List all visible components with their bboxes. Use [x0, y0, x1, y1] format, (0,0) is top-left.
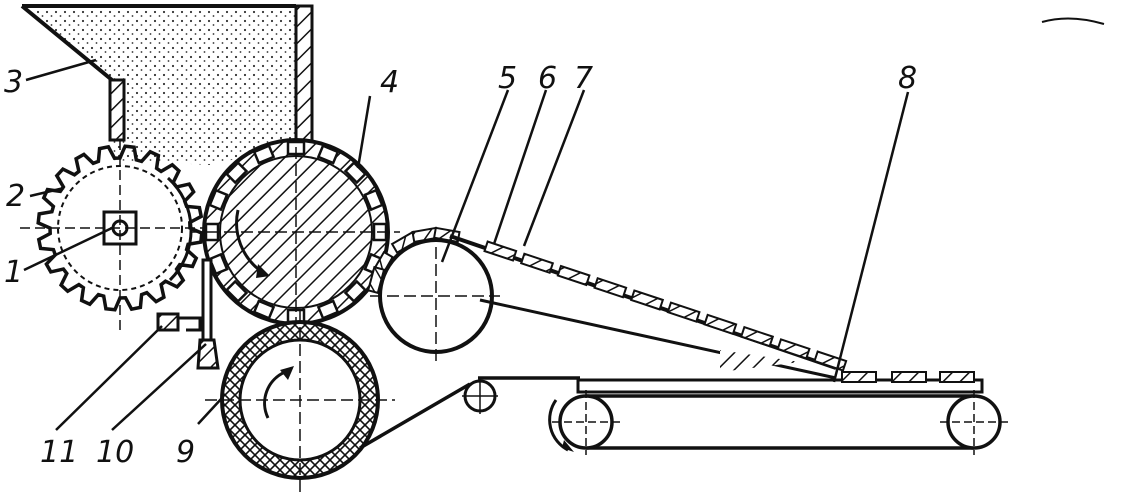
brick [891, 371, 927, 383]
inclined-chute [449, 234, 848, 380]
brick [739, 325, 775, 348]
mold-cell [316, 144, 340, 165]
mold-cell [224, 160, 249, 185]
label-11: 11 [40, 435, 78, 470]
mold-cell [252, 144, 276, 165]
chute-bricks [483, 240, 848, 372]
mold-cell [363, 188, 384, 212]
label-4: 4 [380, 65, 399, 100]
leader-lines [23, 58, 910, 431]
label-2: 2 [6, 179, 25, 214]
pressure-roller [205, 310, 395, 495]
mold-cell [343, 279, 368, 304]
mold-cell [224, 279, 249, 304]
scribble-mark [1041, 17, 1105, 25]
brick [629, 289, 665, 311]
brick [593, 277, 628, 299]
hopper-right-wall [294, 4, 314, 148]
brick [666, 301, 701, 323]
label-9: 9 [176, 435, 195, 470]
output-conveyor [548, 371, 1010, 455]
hopper [20, 4, 314, 165]
label-1: 1 [4, 255, 23, 290]
stop-block [156, 312, 202, 332]
mold-cell [208, 188, 229, 212]
transfer-belt [359, 376, 580, 450]
gear-wheel [20, 140, 210, 330]
brick [366, 265, 386, 295]
brick [519, 252, 555, 274]
mold-cell [252, 299, 276, 320]
brick [841, 371, 877, 383]
brick [703, 313, 738, 336]
label-6: 6 [538, 61, 557, 96]
label-7: 7 [574, 61, 593, 96]
brick [483, 240, 518, 262]
label-3: 3 [4, 65, 23, 100]
label-10: 10 [96, 435, 134, 470]
label-8: 8 [898, 61, 917, 96]
hopper-fill [22, 6, 296, 165]
mold-cell [208, 252, 229, 276]
mold-cell [343, 160, 368, 185]
transfer-roller [366, 226, 500, 365]
brick [776, 338, 811, 360]
press-drum [190, 130, 400, 340]
brick [556, 264, 591, 287]
conveyor-bricks [841, 371, 975, 383]
hopper-left-wall [108, 78, 126, 142]
mold-cell [316, 299, 340, 320]
part-labels: 1 2 3 4 5 6 7 8 9 10 11 [4, 61, 917, 470]
label-5: 5 [498, 61, 517, 96]
brick [939, 371, 975, 383]
